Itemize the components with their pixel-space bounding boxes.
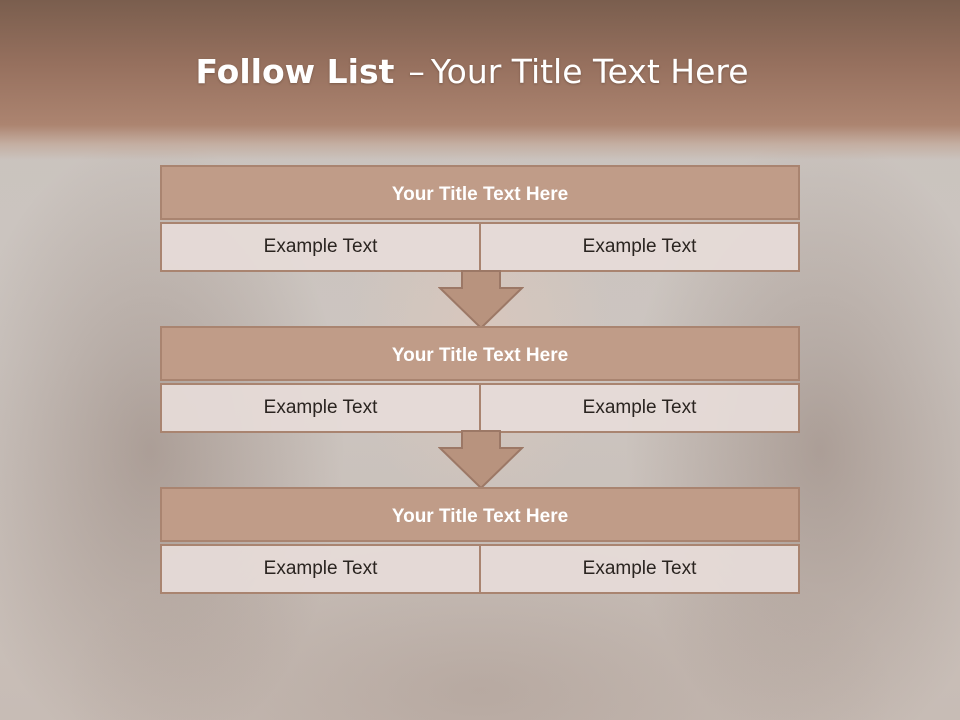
step-row: Example Text Example Text xyxy=(160,544,800,594)
step-title: Your Title Text Here xyxy=(160,326,800,381)
header-band xyxy=(0,0,960,160)
step-row: Example Text Example Text xyxy=(160,222,800,272)
step-block-3: Your Title Text Here Example Text Exampl… xyxy=(160,487,800,594)
step-block-2: Your Title Text Here Example Text Exampl… xyxy=(160,326,800,433)
step-cell-left: Example Text xyxy=(160,544,481,594)
step-title: Your Title Text Here xyxy=(160,487,800,542)
step-cell-right: Example Text xyxy=(481,544,800,594)
step-cell-right: Example Text xyxy=(481,222,800,272)
step-title: Your Title Text Here xyxy=(160,165,800,220)
step-cell-right: Example Text xyxy=(481,383,800,433)
step-cell-left: Example Text xyxy=(160,383,481,433)
step-cell-left: Example Text xyxy=(160,222,481,272)
title-separator: – xyxy=(408,52,425,91)
title-bold: Follow List xyxy=(195,52,395,91)
step-row: Example Text Example Text xyxy=(160,383,800,433)
step-block-1: Your Title Text Here Example Text Exampl… xyxy=(160,165,800,272)
slide-title: Follow List–Your Title Text Here xyxy=(0,52,944,91)
title-rest: Your Title Text Here xyxy=(430,52,749,91)
down-arrow-icon xyxy=(438,270,524,330)
down-arrow-icon xyxy=(438,430,524,490)
